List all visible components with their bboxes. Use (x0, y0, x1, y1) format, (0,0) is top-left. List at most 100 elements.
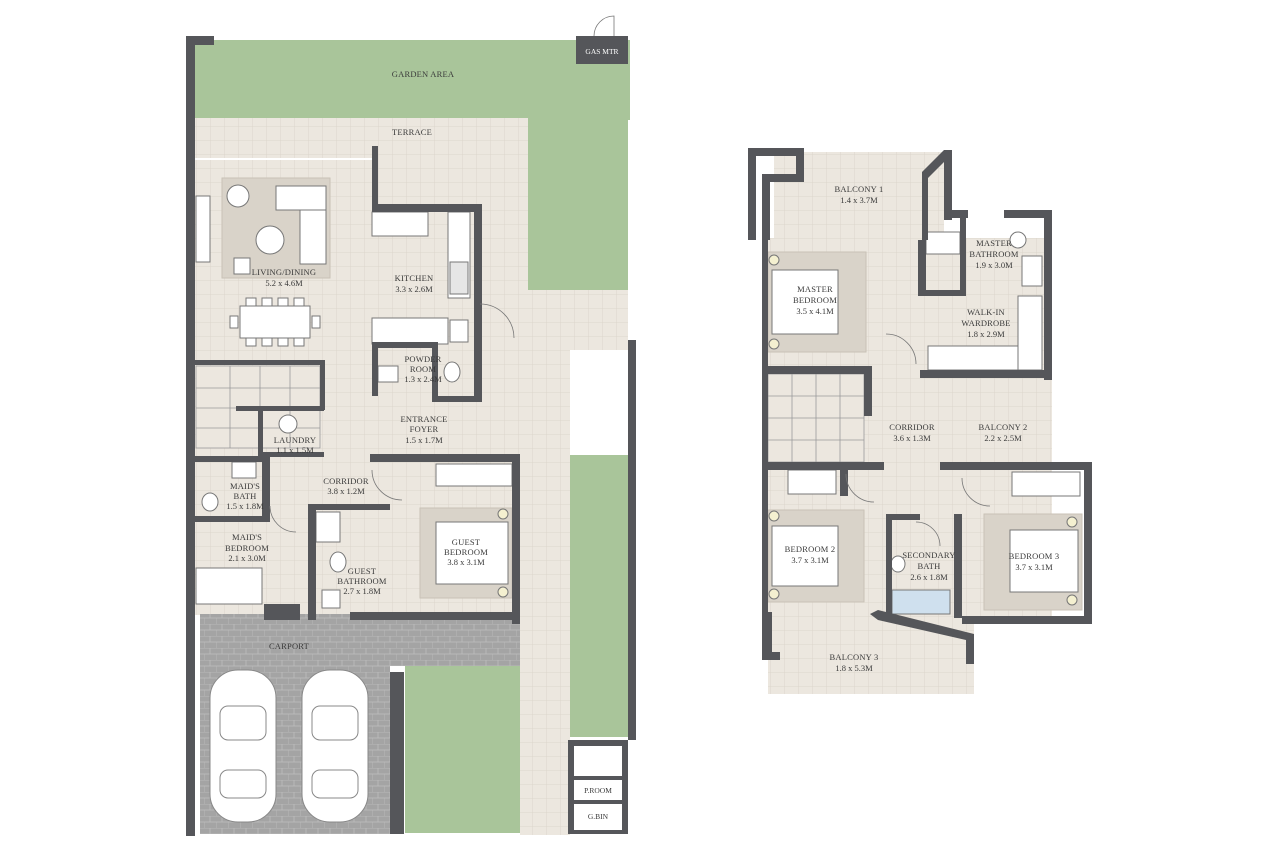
bedroom2-bed (771, 525, 839, 587)
first-floor: BALCONY 1 1.4 x 3.7M MASTER BATHROOM 1.9… (748, 148, 1092, 694)
dim-maids-bath: 1.5 x 1.8M (226, 501, 264, 511)
dim-living-dining: 5.2 x 4.6M (265, 278, 303, 288)
master-lamp-bottom (768, 338, 780, 350)
guest-wc (329, 551, 347, 573)
maid-wc (201, 492, 219, 512)
carport-pavers (200, 614, 520, 666)
dim-laundry: 1.1 x 1.5M (276, 445, 314, 455)
guest-wardrobe (435, 463, 513, 487)
label-terrace: TERRACE (392, 127, 432, 137)
label-master-bathroom-2: BATHROOM (969, 249, 1019, 259)
bedroom2-wardrobe (787, 469, 837, 495)
bedroom2-lamp-bottom (768, 588, 780, 600)
dim-master-bedroom: 3.5 x 4.1M (796, 306, 834, 316)
dim-corridor-first: 3.6 x 1.3M (893, 433, 931, 443)
label-master-bedroom-2: BEDROOM (793, 295, 837, 305)
wardrobe-units-bottom (927, 345, 1019, 371)
master-bath-basins (925, 231, 961, 255)
label-guest-bedroom-2: BEDROOM (444, 547, 488, 557)
washing-machine (278, 414, 298, 434)
guest-shower (315, 511, 341, 543)
label-powder-room-1: POWDER (404, 354, 441, 364)
label-bedroom-3: BEDROOM 3 (1009, 551, 1060, 561)
label-secondary-bath-2: BATH (918, 561, 941, 571)
dim-guest-bedroom: 3.8 x 3.1M (447, 557, 485, 567)
bedroom2-lamp-top (768, 510, 780, 522)
label-laundry: LAUNDRY (274, 435, 317, 445)
bedroom3-wardrobe (1011, 471, 1081, 497)
label-balcony-2: BALCONY 2 (979, 422, 1028, 432)
label-walk-in-wardrobe-2: WARDROBE (961, 318, 1010, 328)
kitchen-counter-bottom (371, 317, 449, 345)
label-corridor-first: CORRIDOR (889, 422, 935, 432)
guest-lamp-top (497, 508, 509, 520)
garden-front-strip (568, 455, 628, 737)
label-entrance-foyer-2: FOYER (410, 424, 439, 434)
kitchen-hob (449, 261, 469, 295)
label-entrance-foyer-1: ENTRANCE (401, 414, 448, 424)
dim-bedroom-3: 3.7 x 3.1M (1015, 562, 1053, 572)
label-guest-bathroom-2: BATHROOM (337, 576, 387, 586)
label-corridor-ground: CORRIDOR (323, 476, 369, 486)
bedroom3-lamp-top (1066, 516, 1078, 528)
first-doors (845, 333, 991, 547)
label-bedroom-2: BEDROOM 2 (785, 544, 836, 554)
dim-powder-room: 1.3 x 2.4M (404, 374, 442, 384)
wardrobe-units-right (1017, 295, 1043, 371)
dim-corridor-ground: 3.8 x 1.2M (327, 486, 365, 496)
master-lamp-top (768, 254, 780, 266)
bedroom3-lamp-bottom (1066, 594, 1078, 606)
label-carport: CARPORT (269, 641, 310, 651)
label-maids-bath-2: BATH (234, 491, 257, 501)
label-guest-bedroom-1: GUEST (452, 537, 481, 547)
car-right (301, 669, 369, 823)
guest-basin (321, 589, 341, 609)
secondary-bathtub (891, 589, 951, 615)
guest-bed (435, 521, 509, 585)
label-garden-area: GARDEN AREA (392, 69, 455, 79)
first-stairs (767, 373, 865, 463)
dim-maids-bedroom: 2.1 x 3.0M (228, 553, 266, 563)
label-gas-mtr: GAS MTR (585, 47, 618, 56)
sofa (275, 185, 327, 211)
ground-walls (186, 36, 636, 836)
dim-walk-in-wardrobe: 1.8 x 2.9M (967, 329, 1005, 339)
label-maids-bedroom-2: BEDROOM (225, 543, 269, 553)
label-master-bedroom-1: MASTER (797, 284, 833, 294)
label-maids-bedroom-1: MAID'S (232, 532, 262, 542)
dim-bedroom-2: 3.7 x 3.1M (791, 555, 829, 565)
bedroom3-bed (1009, 529, 1079, 593)
fridge (449, 319, 469, 343)
label-secondary-bath-1: SECONDARY (902, 550, 955, 560)
side-chair (233, 257, 251, 275)
balcony-2-floor (946, 378, 1050, 462)
dim-kitchen: 3.3 x 2.6M (395, 284, 433, 294)
maid-bed (195, 567, 263, 605)
front-walkway (520, 340, 570, 835)
ground-floor: GARDEN AREA GAS MTR TERRACE LIVING/DININ… (186, 15, 636, 836)
maid-basin (231, 461, 257, 479)
dim-balcony-1: 1.4 x 3.7M (840, 195, 878, 205)
label-master-bathroom-1: MASTER (976, 238, 1012, 248)
garden-front-lawn (405, 665, 520, 833)
label-balcony-1: BALCONY 1 (835, 184, 884, 194)
kitchen-counter-top (371, 211, 429, 237)
label-powder-room-2: ROOM (410, 364, 437, 374)
guest-lamp-bottom (497, 586, 509, 598)
dim-guest-bathroom: 2.7 x 1.8M (343, 586, 381, 596)
master-bed (771, 269, 839, 335)
tv-console (195, 195, 211, 263)
coffee-table (255, 225, 285, 255)
dim-balcony-2: 2.2 x 2.5M (984, 433, 1022, 443)
label-living-dining: LIVING/DINING (252, 267, 316, 277)
sofa-chaise (299, 209, 327, 265)
master-shower (1021, 255, 1043, 287)
armchair (226, 184, 250, 208)
garden-area (194, 40, 630, 120)
dining-chairs (229, 297, 321, 347)
ground-doors (269, 15, 615, 533)
powder-basin (377, 365, 399, 383)
label-g-bin: G.BIN (588, 812, 609, 821)
label-guest-bathroom-1: GUEST (348, 566, 377, 576)
